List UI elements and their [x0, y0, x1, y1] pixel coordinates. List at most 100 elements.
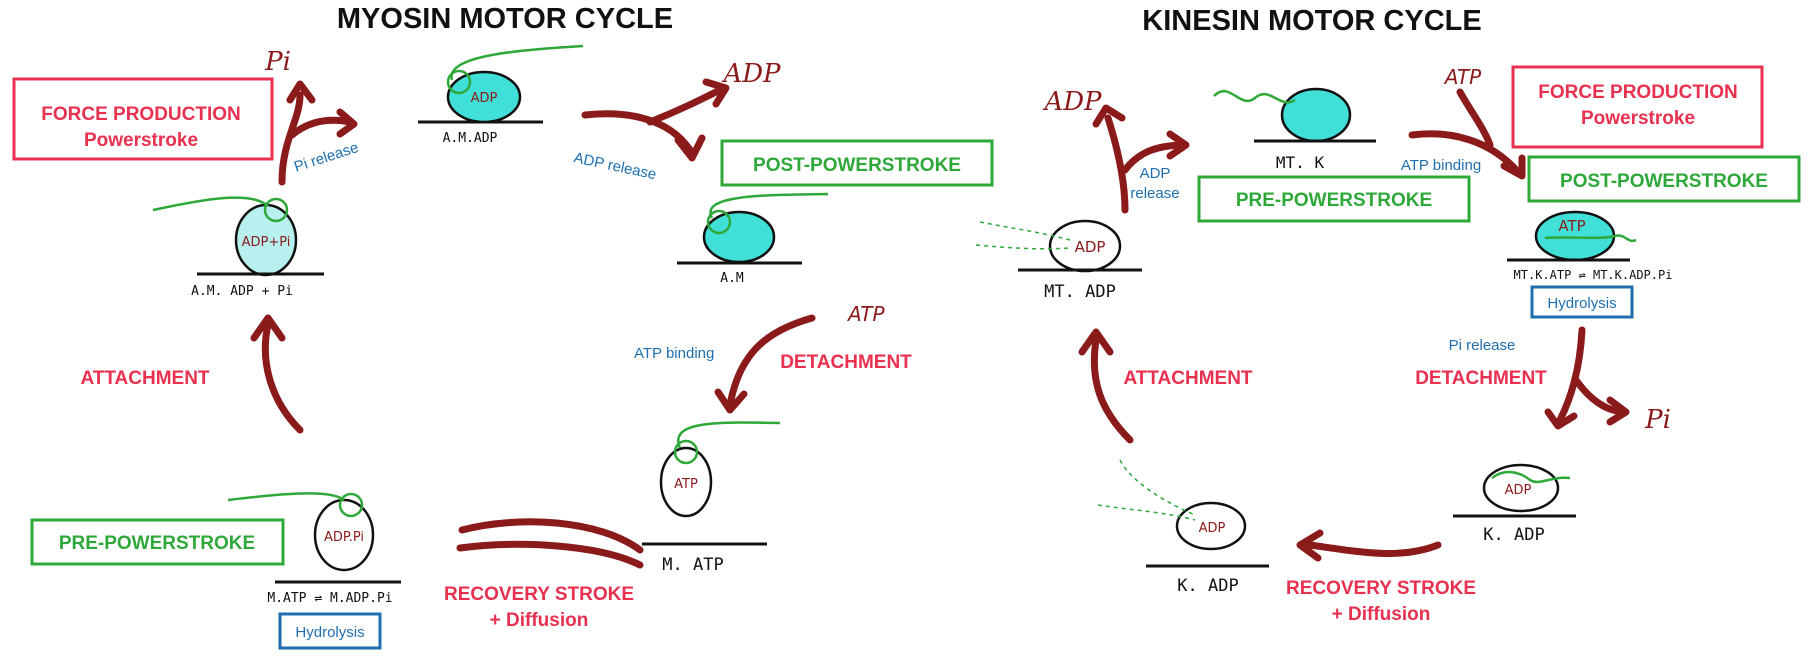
kinesin-neck-kadp-r — [1491, 470, 1571, 484]
kinesin-neck-mtk — [1213, 89, 1296, 104]
kinesin-powerstroke-label: Powerstroke — [1581, 108, 1695, 129]
myosin-adp-release-arrowhead — [674, 134, 706, 162]
myosin-converter-amadppi — [263, 197, 289, 223]
myosin-pi-release-arrowhead-branch — [336, 108, 358, 138]
myosin-state-aadp: A.M.ADP — [443, 131, 498, 146]
myosin-adp-product-arrowhead — [702, 78, 730, 108]
myosin-lever-amadppi — [152, 196, 269, 212]
myosin-lever-matp — [677, 421, 781, 449]
myosin-lever-am — [709, 192, 829, 219]
kinesin-adp-release-branch — [1121, 141, 1184, 174]
myosin-lever-madppi — [227, 492, 345, 502]
myosin-title: MYOSIN MOTOR CYCLE — [337, 3, 673, 35]
kinesin-pre-powerstroke-box — [1197, 175, 1471, 223]
kinesin-state-mtkatp: MT.K.ATP ⇌ MT.K.ADP.Pi — [1514, 268, 1673, 282]
kinesin-attachment-label: ATTACHMENT — [1123, 368, 1252, 389]
kinesin-attachment-arrowhead — [1078, 328, 1114, 356]
kinesin-atp-substrate: ATP — [1443, 65, 1482, 89]
kinesin-adp-release-label-1: ADP — [1140, 165, 1171, 182]
kinesin-neck-kadp-l-1 — [1119, 459, 1196, 516]
myosin-converter-madppi — [338, 492, 364, 518]
kinesin-adp-release-arrowhead — [1092, 104, 1126, 128]
myosin-adp-product-arrow — [646, 86, 724, 126]
myosin-diffusion-label: + Diffusion — [490, 610, 589, 631]
kinesin-force-production-label: FORCE PRODUCTION — [1538, 82, 1738, 103]
myosin-pre-powerstroke-label: PRE-POWERSTROKE — [59, 533, 255, 554]
kinesin-recovery-arrow — [1306, 541, 1442, 558]
myosin-attachment-arrow — [261, 321, 304, 434]
kinesin-recovery-label: RECOVERY STROKE — [1286, 578, 1476, 599]
kinesin-hydrolysis-box — [1530, 285, 1634, 319]
kinesin-head-mtk — [1280, 87, 1352, 143]
kinesin-neck-kadp-l-2 — [1097, 504, 1196, 521]
kinesin-attachment-arrow — [1090, 336, 1134, 444]
kinesin-state-kadp-l: K. ADP — [1177, 576, 1238, 596]
myosin-converter-am — [706, 209, 732, 235]
kinesin-neck-mtadp-1 — [979, 221, 1071, 241]
myosin-nuc-madppi: ADP.Pi — [324, 530, 364, 545]
myosin-head-matp — [659, 446, 713, 518]
myosin-pre-powerstroke-box — [30, 518, 285, 566]
myosin-force-production-box — [12, 77, 274, 161]
myosin-state-am: A.M — [720, 271, 744, 286]
myosin-adp-product: ADP — [721, 59, 781, 89]
myosin-recovery-arrow-forward — [458, 518, 644, 554]
myosin-converter-matp — [673, 439, 699, 465]
kinesin-pi-product: Pi — [1644, 405, 1671, 435]
kinesin-state-kadp-r: K. ADP — [1483, 525, 1544, 545]
myosin-atp-binding-arrow — [726, 314, 816, 409]
kinesin-adp-release-branch-head — [1166, 130, 1190, 160]
myosin-head-am — [702, 210, 776, 264]
myosin-atp-substrate: ATP — [846, 302, 885, 326]
myosin-post-powerstroke-box — [720, 139, 994, 187]
kinesin-adp-product: ADP — [1042, 87, 1102, 117]
kinesin-diffusion-label: + Diffusion — [1332, 604, 1431, 625]
myosin-head-aadp — [446, 70, 522, 124]
myosin-powerstroke-label: Powerstroke — [84, 130, 198, 151]
kinesin-pi-release-label: Pi release — [1449, 337, 1516, 354]
kinesin-atp-binding-arrow — [1408, 130, 1522, 176]
myosin-adp-release-arrow — [581, 110, 694, 154]
kinesin-nuc-kadp-l: ADP — [1199, 521, 1226, 536]
kinesin-state-mtk: MT. K — [1276, 153, 1325, 172]
myosin-pi-release-arrowhead — [286, 80, 316, 104]
myosin-nuc-matp: ATP — [674, 477, 698, 492]
kinesin-pi-release-arrowhead — [1606, 396, 1630, 426]
kinesin-pi-release-arrow — [1572, 376, 1626, 416]
myosin-converter-aadp — [446, 69, 472, 95]
kinesin-atp-binding-arrowhead — [1500, 154, 1526, 180]
kinesin-head-kadp-l — [1175, 501, 1247, 551]
myosin-state-matp-eq: M.ATP ⇌ M.ADP.Pi — [267, 591, 392, 606]
kinesin-title: KINESIN MOTOR CYCLE — [1142, 5, 1481, 37]
kinesin-adp-release-arrow — [1104, 114, 1129, 214]
kinesin-detachment-arrow — [1556, 326, 1586, 424]
myosin-adp-release-label: ADP release — [572, 149, 658, 183]
kinesin-neck-mtadp-2 — [975, 244, 1071, 250]
myosin-post-powerstroke-label: POST-POWERSTROKE — [753, 155, 961, 176]
myosin-hydrolysis-box — [278, 612, 382, 650]
kinesin-detachment-arrowhead — [1544, 408, 1578, 430]
kinesin-pre-powerstroke-label: PRE-POWERSTROKE — [1236, 190, 1432, 211]
myosin-attachment-label: ATTACHMENT — [80, 368, 209, 389]
myosin-attachment-arrowhead — [250, 314, 286, 342]
kinesin-head-kadp-r — [1482, 463, 1560, 513]
myosin-lever-aadp — [450, 44, 584, 81]
myosin-pi-release-arrow-branch — [288, 116, 354, 139]
kinesin-post-powerstroke-box — [1527, 155, 1801, 203]
kinesin-post-powerstroke-label: POST-POWERSTROKE — [1560, 171, 1768, 192]
myosin-pi-product: Pi — [264, 47, 291, 77]
kinesin-detachment-label: DETACHMENT — [1415, 368, 1547, 389]
myosin-recovery-arrow-back — [456, 540, 644, 569]
kinesin-nuc-kadp-r: ADP — [1505, 483, 1532, 498]
myosin-recovery-label: RECOVERY STROKE — [444, 584, 634, 605]
myosin-state-matp: M. ATP — [662, 555, 723, 575]
kinesin-adp-release-label-2: release — [1130, 185, 1179, 202]
kinesin-nuc-mtkatp: ATP — [1558, 217, 1585, 235]
kinesin-neck-mtkatp — [1544, 234, 1637, 243]
kinesin-force-production-box — [1511, 65, 1764, 149]
myosin-detachment-label: DETACHMENT — [780, 352, 912, 373]
kinesin-atp-substrate-arrow — [1456, 88, 1494, 149]
myosin-nuc-amadppi: ADP+Pi — [242, 235, 291, 250]
myosin-nuc-aadp: ADP — [471, 91, 498, 106]
